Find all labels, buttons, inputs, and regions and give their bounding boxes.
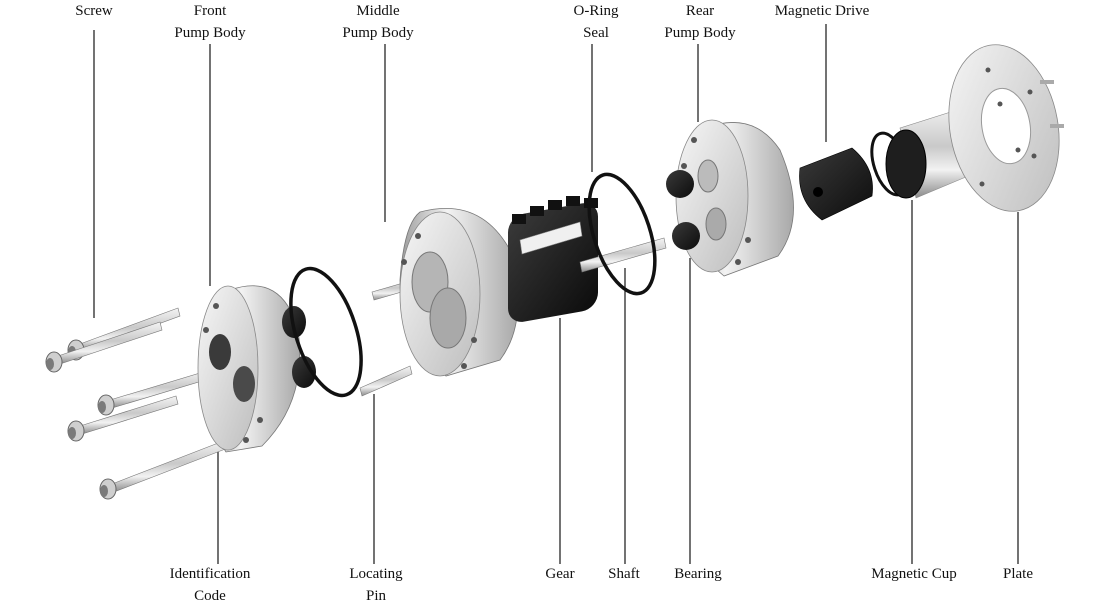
label-line: Pump Body: [174, 25, 246, 41]
rear-bearing-lower: [672, 222, 700, 250]
screw-4: [67, 395, 179, 442]
o-ring-front: [289, 266, 363, 398]
plate: [948, 44, 1064, 212]
rear-pump-body: [675, 119, 794, 277]
label-bearing: Bearing: [660, 563, 736, 585]
label-line: Screw: [75, 3, 113, 19]
label-line: Gear: [545, 566, 575, 582]
label-line: Pin: [365, 588, 386, 604]
label-line: Identification: [169, 566, 251, 582]
front-pump-body: [197, 285, 301, 453]
label-middle-pump-body: Middle Pump Body: [326, 0, 430, 44]
label-magnetic-drive: Magnetic Drive: [760, 0, 884, 22]
label-front-pump-body: Front Pump Body: [160, 0, 260, 44]
shaft: [579, 237, 667, 273]
label-line: Rear: [685, 3, 715, 19]
rear-bearing-upper: [666, 170, 694, 198]
label-line: Pump Body: [664, 25, 736, 41]
front-bearing-lower: [292, 356, 316, 388]
label-line: Locating: [349, 566, 403, 582]
label-line: Plate: [1003, 566, 1033, 582]
label-line: Magnetic Drive: [774, 3, 870, 19]
label-line: Shaft: [608, 566, 640, 582]
label-line: Bearing: [674, 566, 722, 582]
label-locating-pin: Locating Pin: [334, 563, 418, 607]
magnetic-drive: [799, 147, 873, 221]
screw-5: [99, 439, 229, 500]
gear: [508, 196, 598, 322]
middle-pump-body: [399, 208, 519, 377]
screw-3: [97, 369, 213, 416]
label-line: Front: [193, 3, 227, 19]
label-line: Middle: [356, 3, 400, 19]
label-gear: Gear: [530, 563, 590, 585]
label-identification-code: Identification Code: [154, 563, 266, 607]
screw-2: [45, 321, 163, 373]
label-line: O-Ring: [573, 3, 619, 19]
label-plate: Plate: [988, 563, 1048, 585]
label-line: Pump Body: [342, 25, 414, 41]
label-shaft: Shaft: [594, 563, 654, 585]
label-rear-pump-body: Rear Pump Body: [648, 0, 752, 44]
screws: [45, 307, 229, 500]
label-line: Seal: [583, 25, 609, 41]
label-line: Code: [194, 588, 226, 604]
o-ring-seal: [587, 172, 657, 296]
label-line: Magnetic Cup: [871, 566, 957, 582]
label-screw: Screw: [64, 0, 124, 22]
label-magnetic-cup: Magnetic Cup: [856, 563, 972, 585]
label-o-ring-seal: O-Ring Seal: [558, 0, 634, 44]
